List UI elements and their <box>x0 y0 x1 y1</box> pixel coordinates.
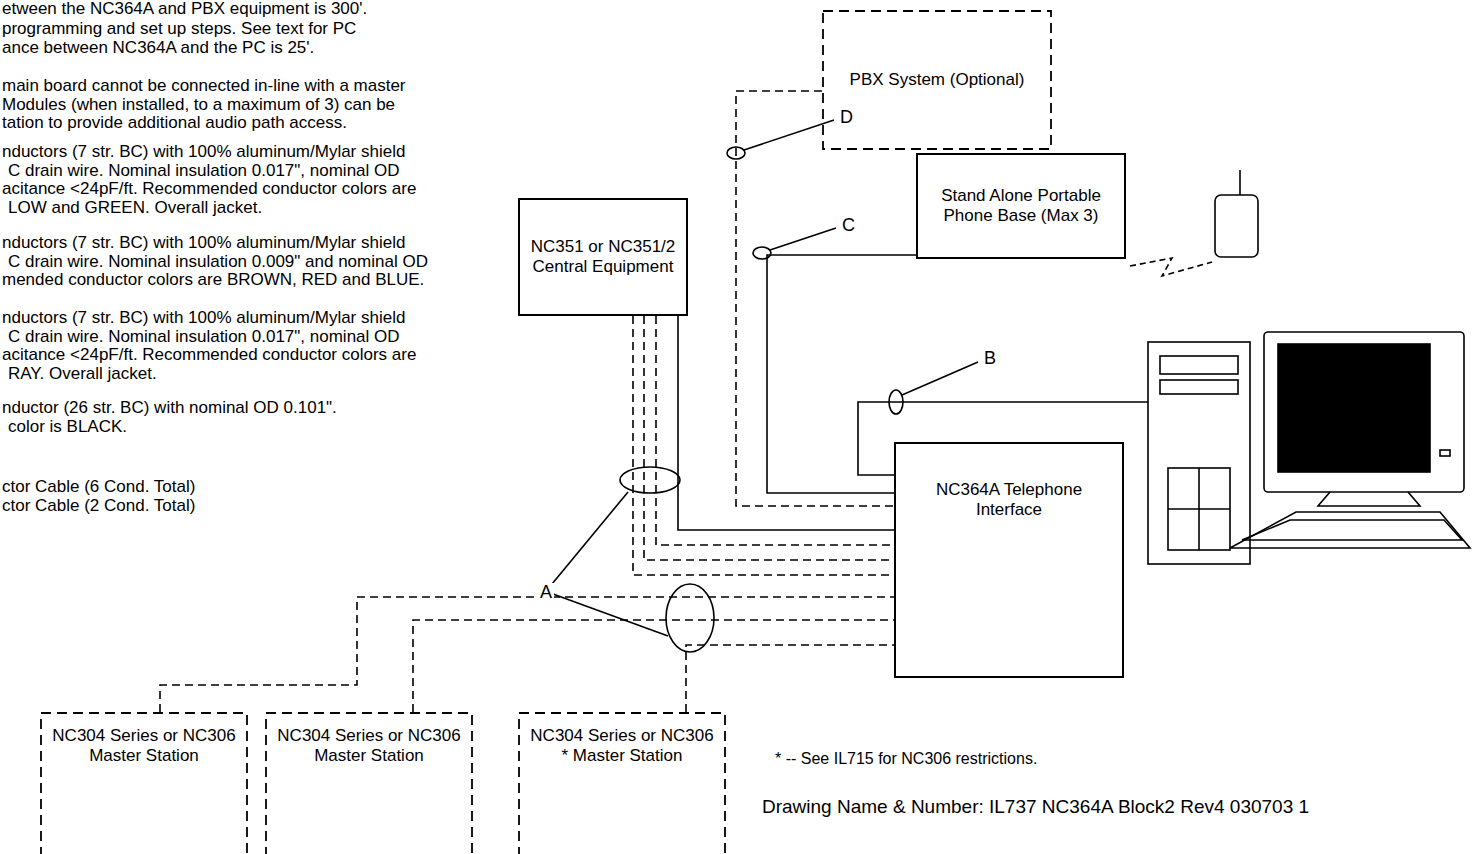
wireless-link <box>1130 258 1212 276</box>
tower-panel <box>1168 468 1230 550</box>
cable-connector <box>736 91 894 506</box>
callout-letter: C <box>840 216 857 236</box>
cable-marker <box>620 467 680 493</box>
cable-connector <box>160 597 894 712</box>
monitor-led <box>1440 450 1450 456</box>
note-text: LOW and GREEN. Overall jacket. <box>8 199 262 218</box>
note-text: nductor (26 str. BC) with nominal OD 0.1… <box>2 399 337 418</box>
note-text: ance between NC364A and the PC is 25'. <box>2 39 314 58</box>
leader-line <box>744 120 834 150</box>
box-label: PBX System (Optional) <box>850 70 1025 90</box>
interface-box: NC364A Telephone Interface <box>894 442 1124 678</box>
cable-marker <box>753 247 771 259</box>
note-text: acitance <24pF/ft. Recommended conductor… <box>2 180 416 199</box>
cable-conductor <box>633 316 894 575</box>
central-equipment-box: NC351 or NC351/2 Central Equipment <box>518 198 688 316</box>
monitor-screen <box>1278 344 1430 472</box>
pc-tower <box>1148 342 1250 564</box>
note-text: ctor Cable (6 Cond. Total) <box>2 478 195 497</box>
drive-bay <box>1160 356 1238 374</box>
leader-line <box>902 362 978 395</box>
keyboard <box>1230 512 1470 548</box>
note-text: RAY. Overall jacket. <box>8 365 157 384</box>
cable-conductor <box>644 316 894 560</box>
portable-handset <box>1215 195 1258 257</box>
handset-antenna <box>1239 170 1241 195</box>
master-station-box: NC304 Series or NC306 Master Station <box>265 712 473 854</box>
drive-bay <box>1160 380 1238 394</box>
note-text: C drain wire. Nominal insulation 0.017",… <box>8 162 400 181</box>
keyboard <box>1242 520 1462 540</box>
master-station-box: NC304 Series or NC306 * Master Station <box>518 712 726 854</box>
note-text: nductors (7 str. BC) with 100% aluminum/… <box>2 143 405 162</box>
monitor-stand <box>1318 492 1420 506</box>
note-text: tation to provide additional audio path … <box>2 114 347 133</box>
note-text: programming and set up steps. See text f… <box>2 20 356 39</box>
footnote: * -- See IL715 for NC306 restrictions. <box>775 750 1037 768</box>
tower-panel <box>1168 468 1230 550</box>
callout-letter: A <box>538 583 554 603</box>
note-text: Modules (when installed, to a maximum of… <box>2 96 395 115</box>
note-text: nductors (7 str. BC) with 100% aluminum/… <box>2 309 405 328</box>
note-text: ctor Cable (2 Cond. Total) <box>2 497 195 516</box>
phone-base-box: Stand Alone Portable Phone Base (Max 3) <box>916 153 1126 259</box>
leader-line <box>770 228 836 250</box>
callout-letter: B <box>982 349 998 369</box>
note-text: etween the NC364A and PBX equipment is 3… <box>2 0 367 19</box>
note-text: C drain wire. Nominal insulation 0.017",… <box>8 328 400 347</box>
box-label: NC304 Series or NC306 * Master Station <box>528 726 716 767</box>
box-label: NC304 Series or NC306 Master Station <box>50 726 238 767</box>
box-label: NC364A Telephone Interface <box>906 480 1112 521</box>
master-station-box: NC304 Series or NC306 Master Station <box>40 712 248 854</box>
box-label: NC351 or NC351/2 Central Equipment <box>530 237 676 278</box>
note-text: mended conductor colors are BROWN, RED a… <box>2 271 424 290</box>
callout-letter: D <box>838 108 855 128</box>
note-text: color is BLACK. <box>8 418 127 437</box>
cable-marker <box>889 390 903 414</box>
cable-connector <box>678 316 894 530</box>
monitor <box>1264 332 1464 492</box>
note-text: acitance <24pF/ft. Recommended conductor… <box>2 346 416 365</box>
box-label: Stand Alone Portable Phone Base (Max 3) <box>928 186 1114 227</box>
note-text: nductors (7 str. BC) with 100% aluminum/… <box>2 234 405 253</box>
dashed-outline <box>823 11 1051 149</box>
cable-marker <box>666 584 714 652</box>
cable-connector <box>686 645 894 712</box>
leader-line <box>553 594 668 636</box>
dashed-outline <box>519 713 725 854</box>
dashed-outline <box>266 713 472 854</box>
leader-line <box>552 492 628 584</box>
cable-connector <box>413 620 894 712</box>
drawing-number: Drawing Name & Number: IL737 NC364A Bloc… <box>762 797 1309 818</box>
note-text: C drain wire. Nominal insulation 0.009" … <box>8 253 428 272</box>
box-label: NC304 Series or NC306 Master Station <box>275 726 463 767</box>
pbx-box: PBX System (Optional) <box>822 10 1052 150</box>
dashed-outline <box>41 713 247 854</box>
note-text: main board cannot be connected in-line w… <box>2 77 406 96</box>
